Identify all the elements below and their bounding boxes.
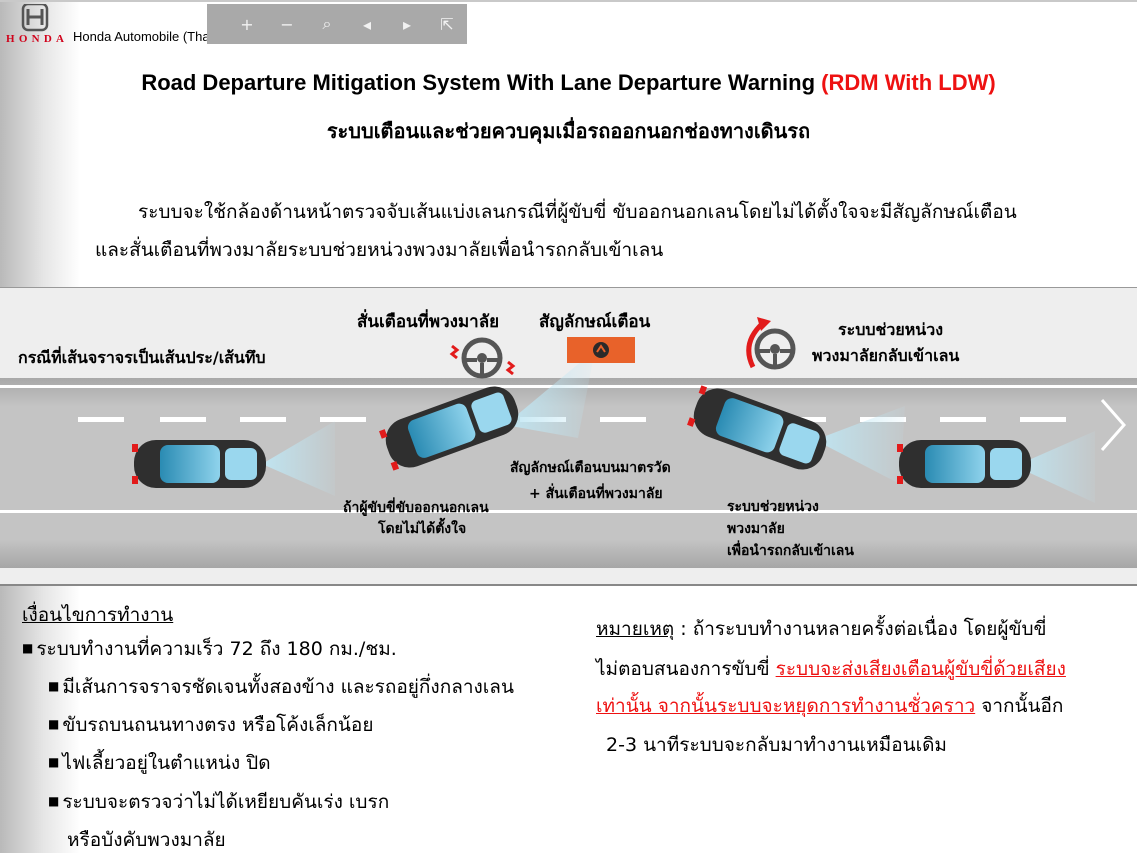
- car-3: [687, 385, 827, 470]
- return-label-1: ระบบช่วยหน่วง: [727, 499, 819, 515]
- condition-item-2: ■มีเส้นการจราจรชัดเจนทั้งสองข้าง และรถอย…: [48, 676, 514, 698]
- warn-label-1: สัญลักษณ์เตือนบนมาตรวัด: [510, 460, 671, 476]
- lane-warning-symbol-icon: [567, 337, 635, 363]
- zoom-search-icon[interactable]: ⌕: [322, 14, 332, 33]
- page-subtitle: ระบบเตือนและช่วยควบคุมเมื่อรถออกนอกช่องท…: [326, 119, 811, 143]
- intro-line-2: และสั่นเตือนที่พวงมาลัยระบบช่วยหน่วงพวงม…: [95, 239, 664, 261]
- condition-item-1: ■ระบบทำงานที่ความเร็ว 72 ถึง 180 กม./ชม.: [22, 638, 397, 660]
- note-line-3: เท่านั้น จากนั้นระบบจะหยุดการทำงานชั่วคร…: [596, 695, 1064, 717]
- zoom-in-icon[interactable]: +: [240, 14, 254, 34]
- car-2: [379, 386, 519, 471]
- diagram-panel: กรณีที่เส้นจราจรเป็นเส้นประ/เส้นทึบ สั่น…: [0, 287, 1137, 586]
- warn-label-2: + สั่นเตือนที่พวงมาลัย: [529, 486, 663, 502]
- camera-beam-1: [262, 421, 335, 496]
- conditions-title: เงื่อนไขการทำงาน: [22, 604, 174, 626]
- top-divider: [0, 0, 1137, 2]
- symbol-label: สัญลักษณ์เตือน: [539, 312, 651, 332]
- pointer-icon[interactable]: ⇱: [440, 14, 454, 34]
- honda-logo: HONDA: [6, 4, 64, 44]
- zoom-out-icon[interactable]: −: [280, 14, 294, 34]
- camera-beam-2: [505, 350, 595, 438]
- case-label: กรณีที่เส้นจราจรเป็นเส้นประ/เส้นทึบ: [18, 348, 266, 367]
- condition-item-5: ■ระบบจะตรวจว่าไม่ได้เหยียบคันเร่ง เบรก: [48, 791, 390, 813]
- road-edge-bottom: [0, 510, 1137, 513]
- viewer-toolbar: + − ⌕ ◂ ▸ ⇱: [207, 4, 467, 44]
- camera-beam-4: [1015, 431, 1095, 503]
- page-title: Road Departure Mitigation System With La…: [0, 70, 1137, 96]
- return-label-3: เพื่อนำรถกลับเข้าเลน: [727, 543, 854, 559]
- drift-label-2: โดยไม่ได้ตั้งใจ: [378, 521, 467, 537]
- title-main: Road Departure Mitigation System With La…: [141, 70, 822, 95]
- previous-icon[interactable]: ◂: [362, 14, 372, 34]
- note-line-1: หมายเหตุ : ถ้าระบบทำงานหลายครั้งต่อเนื่อ…: [596, 618, 1047, 640]
- car-4: [897, 440, 1031, 488]
- camera-beam-3: [815, 406, 905, 484]
- steering-assist-icon: [746, 317, 796, 370]
- note-label: หมายเหตุ: [596, 618, 675, 640]
- assist-label-2: พวงมาลัยกลับเข้าเลน: [812, 346, 960, 365]
- car-1: [132, 440, 266, 488]
- svg-text:HONDA: HONDA: [6, 33, 64, 44]
- intro-line-1: ระบบจะใช้กล้องด้านหน้าตรวจจับเส้นแบ่งเลน…: [138, 201, 1017, 223]
- title-highlight: (RDM With LDW): [821, 70, 996, 95]
- condition-item-5-continued: หรือบังคับพวงมาลัย: [67, 829, 226, 851]
- assist-label-1: ระบบช่วยหน่วง: [838, 320, 943, 339]
- note-line-4: 2-3 นาทีระบบจะกลับมาทำงานเหมือนเดิม: [606, 734, 947, 756]
- drift-label-1: ถ้าผู้ขับขี่ขับออกนอกเลน: [343, 500, 489, 516]
- diagram-scene: [78, 317, 1126, 503]
- return-label-2: พวงมาลัย: [727, 521, 785, 537]
- condition-item-3: ■ขับรถบนถนนทางตรง หรือโค้งเล็กน้อย: [48, 714, 374, 736]
- next-icon[interactable]: ▸: [402, 14, 412, 34]
- note-line-2: ไม่ตอบสนองการขับขี่ ระบบจะส่งเสียงเตือนผ…: [596, 658, 1066, 680]
- vibrate-label: สั่นเตือนที่พวงมาลัย: [357, 312, 500, 332]
- condition-item-4: ■ไฟเลี้ยวอยู่ในตำแหน่ง ปิด: [48, 752, 271, 774]
- vibrating-steering-wheel-icon: [449, 337, 516, 379]
